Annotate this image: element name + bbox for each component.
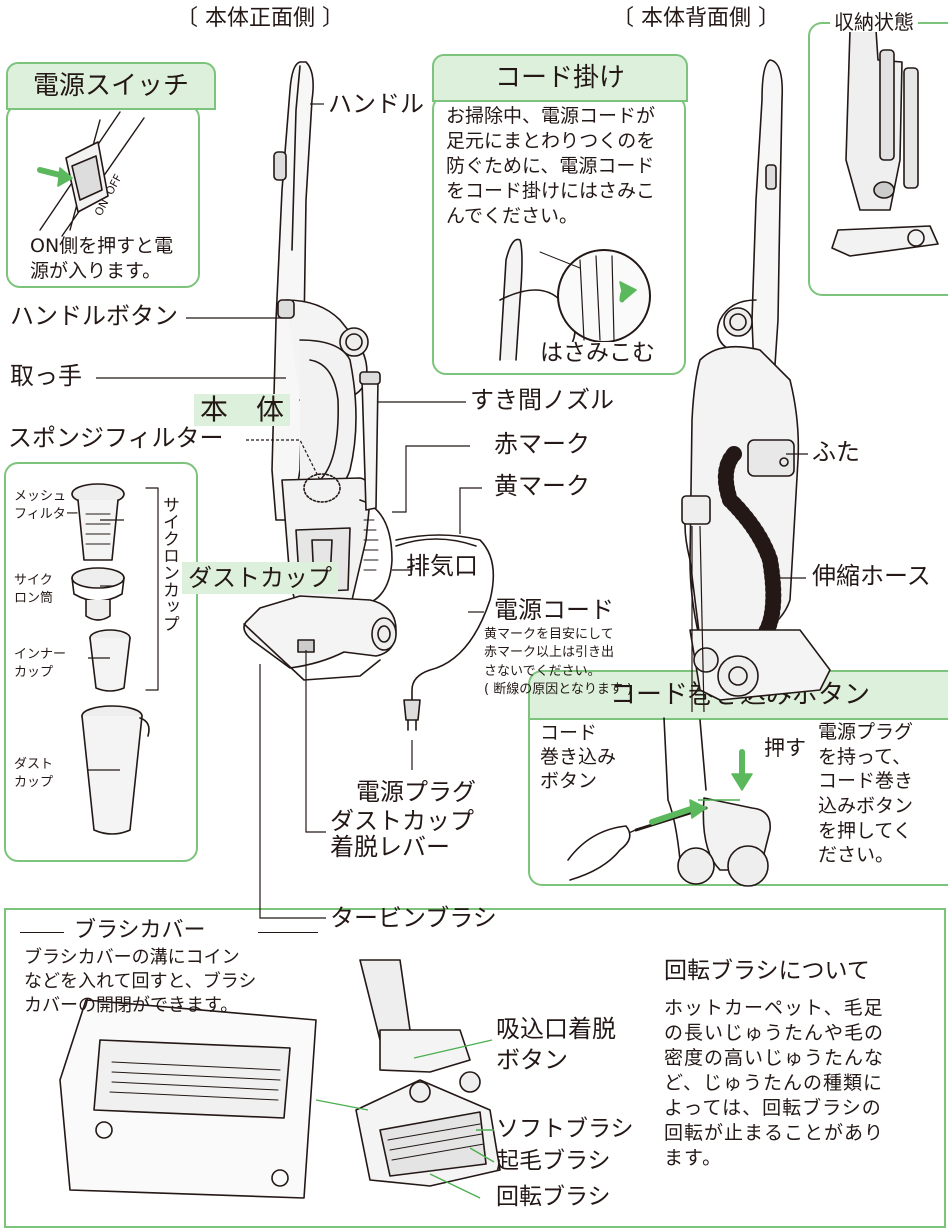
brush-cover-title: ブラシカバー <box>68 920 212 942</box>
exhaust-label: 排気口 <box>406 552 478 580</box>
cyclone-dust-cup-label: ダスト カップ <box>14 757 54 791</box>
release-button-label: 吸込口着脱 ボタン <box>496 1015 616 1075</box>
back-side-header: 〔 本体背面側 〕 <box>612 6 780 31</box>
handle-button-label: ハンドルボタン <box>10 302 178 330</box>
turbine-brush-label: タービンブラシ <box>330 904 497 932</box>
dust-cup-lever-label: ダストカップ 着脱レバー <box>330 807 474 862</box>
lid-label: ふた <box>812 438 860 466</box>
cord-hook-panel <box>432 95 686 375</box>
storage-header: 収納状態 <box>830 12 918 32</box>
hasamikomu-label: はさみこむ <box>540 340 655 366</box>
crevice-nozzle-label: すき間ノズル <box>470 386 614 414</box>
cord-hook-title: コード掛け <box>432 54 688 102</box>
front-side-header: 〔 本体正面側 〕 <box>176 6 344 31</box>
grip-label: 取っ手 <box>10 362 82 390</box>
inner-cup-label: インナー カップ <box>14 647 67 681</box>
cyclone-group-label: サイクロンカップ <box>159 496 179 632</box>
power-switch-title: 電源スイッチ <box>6 62 216 110</box>
yellow-mark-label: 黄マーク <box>494 472 590 500</box>
soft-brush-label: ソフトブラシ <box>496 1116 634 1142</box>
mesh-filter-label: メッシュ フィルター <box>14 489 79 523</box>
power-plug-label: 電源プラグ <box>356 778 476 806</box>
press-label: 押す <box>764 736 806 760</box>
brush-cover-body: ブラシカバーの溝にコイン などを入れて回すと、ブラシ カバーの開閉ができます。 <box>24 947 257 1016</box>
red-mark-label: 赤マーク <box>494 430 590 458</box>
brush-cover-rule-left <box>20 932 64 933</box>
body-label: 本 体 <box>194 394 291 426</box>
brush-cover-rule-right <box>258 932 318 933</box>
hose-label: 伸縮ホース <box>812 562 931 590</box>
power-cord-label: 電源コード <box>494 596 614 624</box>
sponge-filter-label: スポンジフィルター <box>8 424 224 452</box>
rewind-button-label: コード 巻き込み ボタン <box>540 722 617 792</box>
rotating-brush-label: 回転ブラシ <box>496 1184 611 1210</box>
power-switch-caption: ON側を押すと電 源が入ります。 <box>30 235 174 282</box>
rewind-instruction: 電源プラグ を持って、 コード巻き 込みボタン を押してく ださい。 <box>818 721 914 867</box>
handle-label: ハンドル <box>328 90 424 118</box>
cord-hook-body: お掃除中、電源コードが 足元にまとわりつくのを 防ぐために、電源コード をコード… <box>446 105 656 228</box>
rotating-brush-note-body: ホットカーペット、毛足 の長いじゅうたんや毛の 密度の高いじゅうたんな ど、じゅ… <box>664 997 885 1170</box>
cyclone-tube-label: サイク ロン筒 <box>14 573 54 607</box>
power-cord-note: 黄マークを目安にして 赤マーク以上は引き出 さないでください。 ( 断線の原因と… <box>484 627 633 698</box>
dust-cup-label: ダストカップ <box>182 562 338 594</box>
rotating-brush-note-title: 回転ブラシについて <box>664 958 870 984</box>
raising-brush-label: 起毛ブラシ <box>496 1148 611 1174</box>
